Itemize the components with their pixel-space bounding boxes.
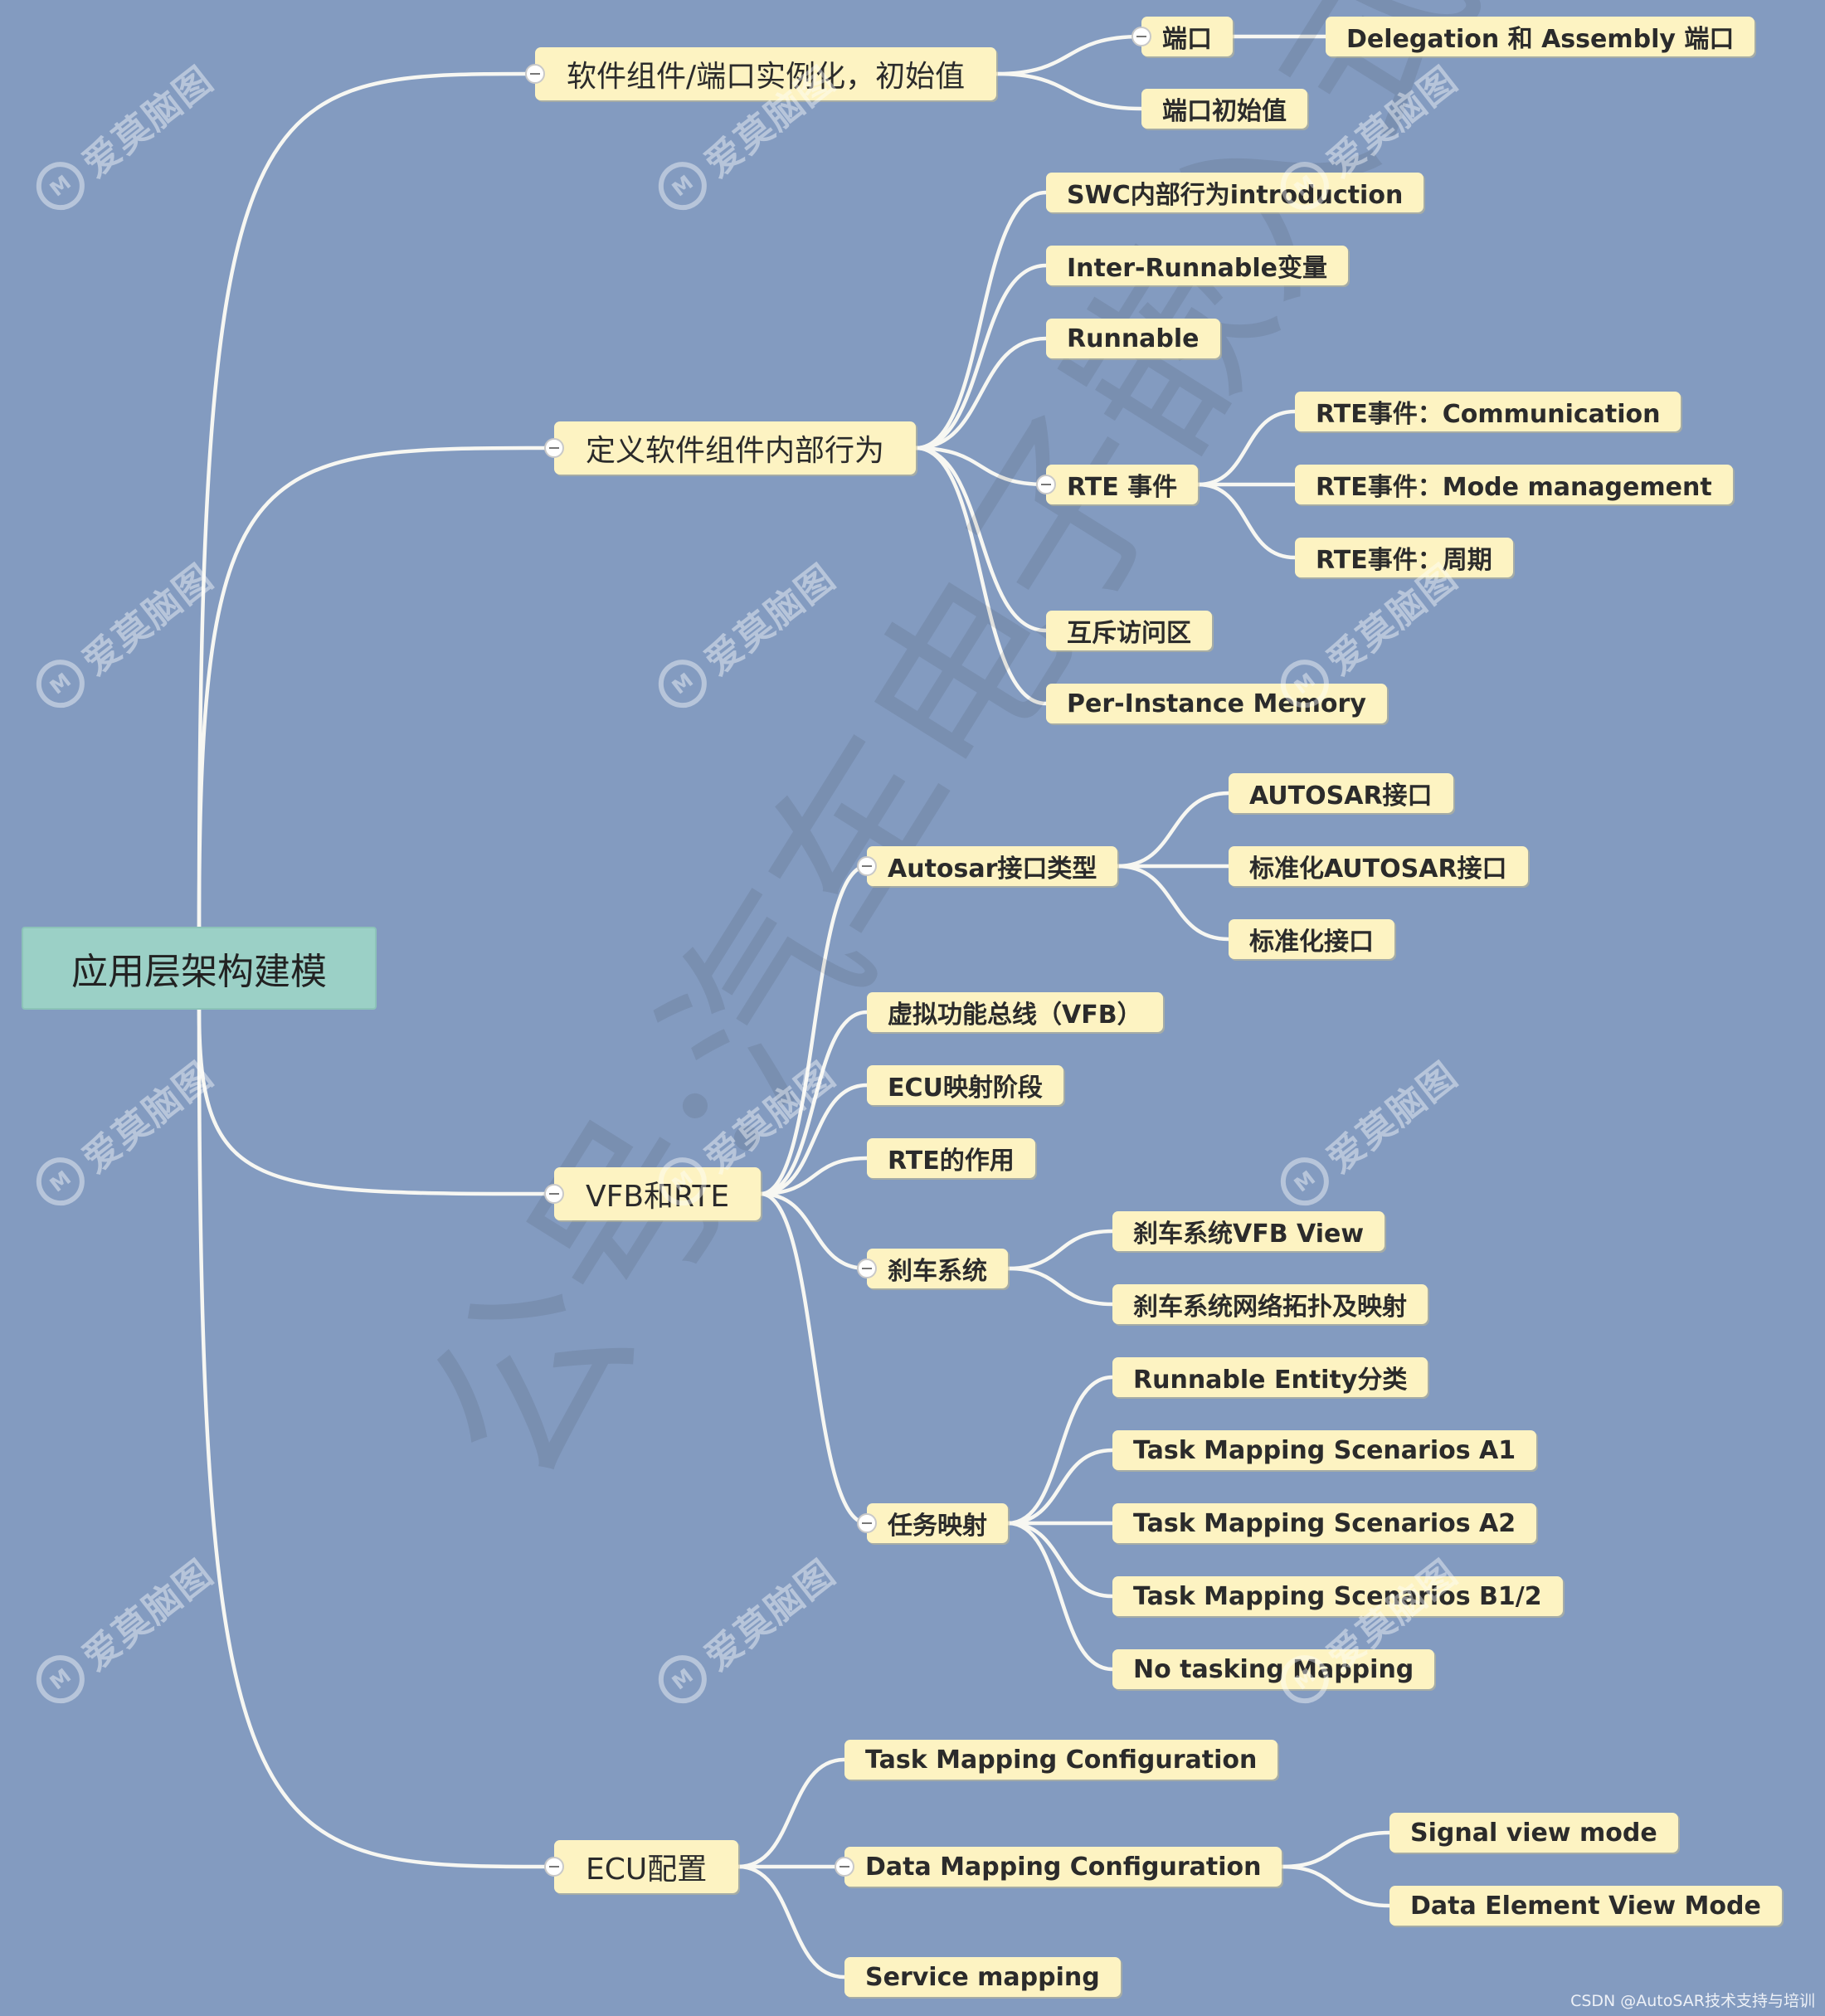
connector-line bbox=[758, 1191, 869, 1271]
collapse-toggle-icon[interactable] bbox=[857, 1259, 877, 1278]
node-virtual-functional-bus[interactable]: 虚拟功能总线（VFB） bbox=[867, 992, 1163, 1032]
node-data-mapping-configuration[interactable]: Data Mapping Configuration bbox=[844, 1847, 1282, 1887]
connector-line bbox=[913, 446, 1049, 706]
node-task-mapping-b12[interactable]: Task Mapping Scenarios B1/2 bbox=[1112, 1576, 1563, 1616]
node-rte-event-mode-management[interactable]: RTE事件：Mode management bbox=[1295, 465, 1733, 504]
connector-line bbox=[1005, 1229, 1115, 1271]
connector-line bbox=[758, 864, 869, 1196]
node-rte-event-communication[interactable]: RTE事件：Communication bbox=[1295, 392, 1681, 431]
collapse-toggle-icon[interactable] bbox=[544, 438, 564, 458]
node-brake-system-vfb-view[interactable]: 刹车系统VFB View bbox=[1112, 1211, 1385, 1251]
node-autosar-interface[interactable]: AUTOSAR接口 bbox=[1229, 773, 1453, 813]
node-exclusive-area[interactable]: 互斥访问区 bbox=[1046, 611, 1212, 650]
node-per-instance-memory[interactable]: Per-Instance Memory bbox=[1046, 684, 1387, 723]
connector-line bbox=[758, 1083, 869, 1196]
connector-line bbox=[736, 1864, 847, 1979]
node-rte-event[interactable]: RTE 事件 bbox=[1046, 465, 1199, 504]
connector-line bbox=[913, 446, 1049, 487]
connector-line bbox=[913, 336, 1049, 450]
connector-line bbox=[1279, 1864, 1392, 1908]
branch-swc-internal-behavior[interactable]: 定义软件组件内部行为 bbox=[554, 421, 917, 475]
collapse-toggle-icon[interactable] bbox=[544, 1857, 564, 1877]
node-brake-system[interactable]: 刹车系统 bbox=[867, 1249, 1008, 1288]
node-data-element-view-mode[interactable]: Data Element View Mode bbox=[1389, 1886, 1782, 1926]
collapse-toggle-icon[interactable] bbox=[857, 1513, 877, 1533]
connector-line bbox=[1115, 864, 1231, 942]
connector-line bbox=[1115, 791, 1231, 869]
node-task-mapping-a2[interactable]: Task Mapping Scenarios A2 bbox=[1112, 1503, 1537, 1543]
connector-line bbox=[1005, 1375, 1115, 1526]
branch-ecu-configuration[interactable]: ECU配置 bbox=[554, 1840, 739, 1893]
collapse-toggle-icon[interactable] bbox=[1132, 27, 1151, 46]
connector-line bbox=[994, 71, 1144, 111]
node-port-init-value[interactable]: 端口初始值 bbox=[1141, 89, 1307, 129]
node-port[interactable]: 端口 bbox=[1141, 17, 1233, 56]
connector-line bbox=[197, 71, 538, 929]
collapse-toggle-icon[interactable] bbox=[835, 1857, 854, 1877]
node-rte-event-periodic[interactable]: RTE事件：周期 bbox=[1295, 538, 1513, 577]
connector-line bbox=[1005, 1448, 1115, 1526]
node-no-tasking-mapping[interactable]: No tasking Mapping bbox=[1112, 1649, 1435, 1689]
connector-line bbox=[197, 1007, 557, 1869]
root-node[interactable]: 应用层架构建模 bbox=[22, 927, 377, 1010]
node-task-mapping[interactable]: 任务映射 bbox=[867, 1503, 1008, 1543]
connector-line bbox=[758, 1156, 869, 1196]
connector-line bbox=[1005, 1266, 1115, 1307]
collapse-toggle-icon[interactable] bbox=[544, 1184, 564, 1204]
connector-line bbox=[913, 190, 1049, 450]
connector-line bbox=[197, 446, 557, 929]
collapse-toggle-icon[interactable] bbox=[1036, 475, 1056, 494]
connector-line bbox=[994, 34, 1144, 76]
connector-line bbox=[1195, 482, 1297, 560]
node-signal-view-mode[interactable]: Signal view mode bbox=[1389, 1813, 1678, 1853]
node-delegation-assembly-port[interactable]: Delegation 和 Assembly 端口 bbox=[1326, 17, 1755, 56]
node-runnable-entity-classification[interactable]: Runnable Entity分类 bbox=[1112, 1357, 1428, 1397]
node-brake-system-network-mapping[interactable]: 刹车系统网络拓扑及映射 bbox=[1112, 1284, 1428, 1324]
node-standardized-interface[interactable]: 标准化接口 bbox=[1229, 919, 1394, 959]
node-inter-runnable-variable[interactable]: Inter-Runnable变量 bbox=[1046, 246, 1348, 285]
branch-vfb-rte[interactable]: VFB和RTE bbox=[554, 1167, 762, 1220]
connector-line bbox=[913, 263, 1049, 450]
collapse-toggle-icon[interactable] bbox=[857, 856, 877, 876]
footer-credit: CSDN @AutoSAR技术支持与培训 bbox=[1570, 1992, 1815, 2010]
node-runnable[interactable]: Runnable bbox=[1046, 319, 1220, 358]
node-service-mapping[interactable]: Service mapping bbox=[844, 1957, 1121, 1997]
connector-line bbox=[197, 1007, 557, 1196]
connector-line bbox=[913, 446, 1049, 633]
node-task-mapping-a1[interactable]: Task Mapping Scenarios A1 bbox=[1112, 1430, 1537, 1470]
branch-swc-port-instantiation[interactable]: 软件组件/端口实例化，初始值 bbox=[535, 47, 997, 100]
connector-line bbox=[1279, 1830, 1392, 1869]
connector-line bbox=[1005, 1521, 1115, 1599]
connector-line bbox=[758, 1191, 869, 1526]
connector-line bbox=[736, 1757, 847, 1869]
connector-line bbox=[758, 1010, 869, 1196]
node-swc-internal-behavior-intro[interactable]: SWC内部行为introduction bbox=[1046, 173, 1424, 212]
node-task-mapping-configuration[interactable]: Task Mapping Configuration bbox=[844, 1740, 1278, 1780]
node-ecu-mapping-phase[interactable]: ECU映射阶段 bbox=[867, 1065, 1063, 1105]
connector-line bbox=[1005, 1521, 1115, 1672]
connector-line bbox=[1195, 409, 1297, 487]
node-standardized-autosar-interface[interactable]: 标准化AUTOSAR接口 bbox=[1229, 846, 1528, 886]
node-autosar-interface-types[interactable]: Autosar接口类型 bbox=[867, 846, 1118, 886]
node-rte-role[interactable]: RTE的作用 bbox=[867, 1138, 1035, 1178]
collapse-toggle-icon[interactable] bbox=[525, 64, 545, 84]
